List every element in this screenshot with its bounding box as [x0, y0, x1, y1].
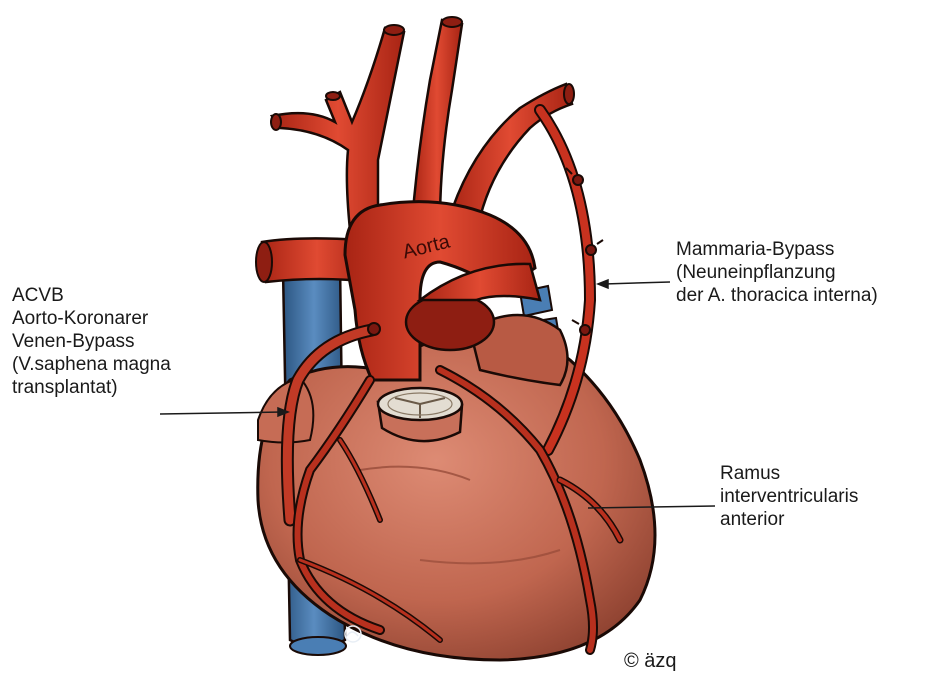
mammaria-bypass-label: Mammaria-Bypass (Neuneinpflanzung der A.… [676, 238, 878, 307]
acvb-label: ACVB Aorto-Koronarer Venen-Bypass (V.sap… [12, 284, 171, 399]
mammaria-arrowhead [598, 280, 608, 288]
pulmonary-valve [378, 388, 462, 441]
copyright-notice: © äzq [624, 650, 677, 672]
mammaria-leader-line [604, 282, 670, 284]
ramus-interventricularis-label: Ramus interventricularis anterior [720, 462, 858, 531]
